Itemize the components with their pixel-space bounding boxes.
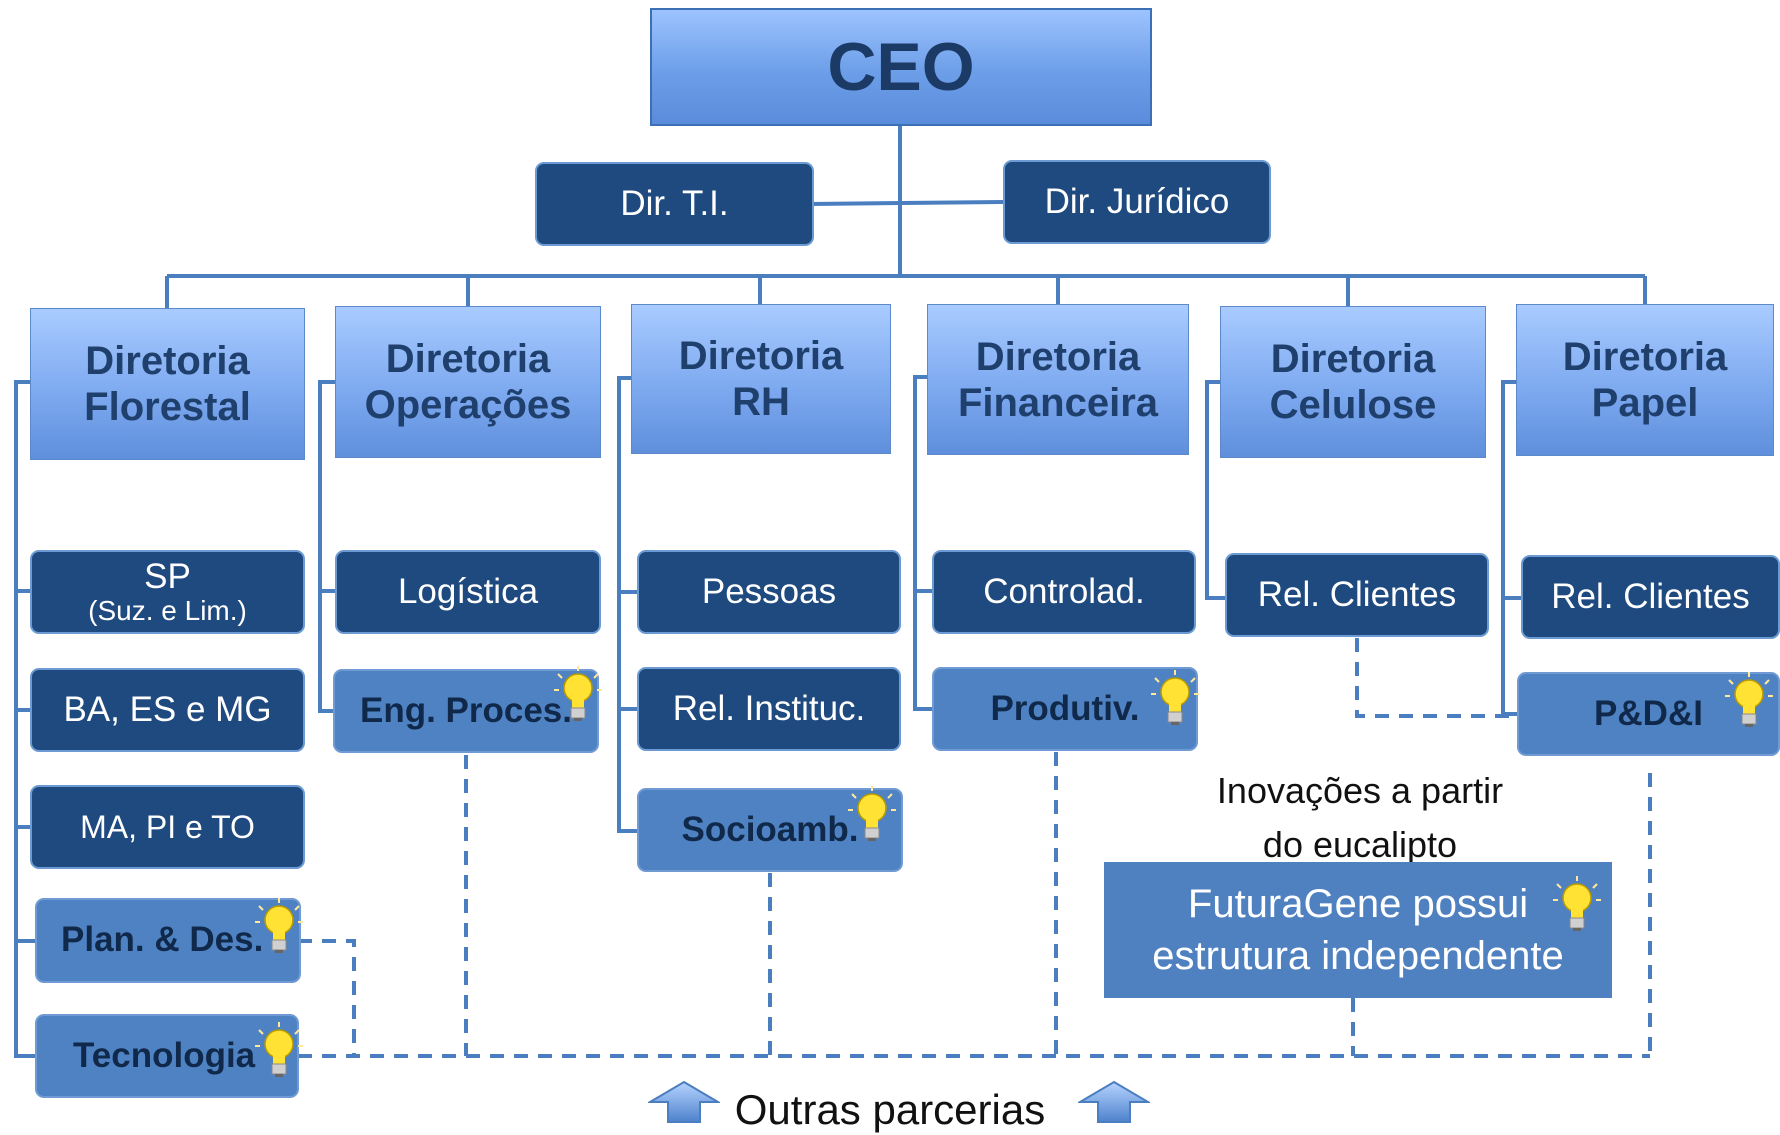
- dir-ti-box: Dir. T.I.: [535, 162, 814, 246]
- unit-produtiv: Produtiv.: [932, 667, 1198, 751]
- unit-logistica-label: Logística: [397, 571, 539, 611]
- unit-rel-clientes-label: Rel. Clientes: [1551, 576, 1750, 616]
- unit-rel-clientes-papel: Rel. Clientes: [1521, 555, 1780, 639]
- diretoria-label-line1: Diretoria: [385, 337, 551, 381]
- unit-sp-sublabel: (Suz. e Lim.): [88, 594, 247, 626]
- unit-pdi: P&D&I: [1517, 672, 1780, 756]
- lightbulb-icon: [255, 1022, 303, 1077]
- dir-ti-label: Dir. T.I.: [620, 183, 729, 223]
- unit-tecnologia: Tecnologia: [35, 1014, 299, 1098]
- ceo-label: CEO: [827, 28, 975, 105]
- futuragene-line1: FuturaGene possui: [1187, 882, 1529, 926]
- unit-plan-label: Plan. & Des.: [61, 920, 264, 960]
- diretoria-label-line1: Diretoria: [1270, 337, 1436, 381]
- diretoria-label-line2: Financeira: [957, 380, 1159, 425]
- diretoria-label-line2: Florestal: [84, 385, 251, 429]
- inovacoes-line2: do eucalipto: [1262, 824, 1458, 865]
- unit-socioamb-label: Socioamb.: [681, 809, 859, 849]
- lightbulb-icon: [1725, 672, 1773, 727]
- unit-ba-es-mg: BA, ES e MG: [30, 668, 305, 752]
- up-arrow-icon: [648, 1080, 720, 1123]
- diretoria-rh: Diretoria RH: [631, 304, 891, 454]
- unit-rel-instituc-label: Rel. Instituc.: [672, 688, 866, 728]
- diretoria-florestal: Diretoria Florestal: [30, 308, 305, 460]
- diretoria-label-line1: Diretoria: [1562, 335, 1728, 379]
- up-arrow-icon: [1078, 1080, 1150, 1123]
- diretoria-label-line1: Diretoria: [975, 334, 1141, 379]
- dir-juridico-box: Dir. Jurídico: [1003, 160, 1271, 244]
- unit-controlad-label: Controlad.: [983, 571, 1145, 611]
- futuragene-box: FuturaGene possui estrutura independente: [1104, 862, 1612, 998]
- unit-ma-pi-to: MA, PI e TO: [30, 785, 305, 869]
- unit-sp: SP (Suz. e Lim.): [30, 550, 305, 634]
- lightbulb-icon: [1553, 876, 1601, 931]
- diretoria-operacoes: Diretoria Operações: [335, 306, 601, 458]
- diretoria-label-line2: RH: [732, 380, 790, 424]
- unit-eng-label: Eng. Proces.: [359, 690, 573, 730]
- unit-produtiv-label: Produtiv.: [990, 688, 1140, 728]
- lightbulb-icon: [848, 786, 896, 841]
- futuragene-line2: estrutura independente: [1152, 934, 1564, 978]
- inovacoes-caption: Inovações a partir do eucalipto: [1160, 764, 1560, 872]
- dir-juridico-label: Dir. Jurídico: [1044, 181, 1230, 221]
- diretoria-label-line2: Operações: [364, 383, 572, 427]
- unit-ma-label: MA, PI e TO: [80, 808, 255, 845]
- unit-controlad: Controlad.: [932, 550, 1196, 634]
- unit-eng-proces: Eng. Proces.: [333, 669, 599, 753]
- unit-rel-clientes-label: Rel. Clientes: [1257, 574, 1457, 614]
- unit-sp-label: SP: [144, 556, 191, 596]
- diretoria-label-line1: Diretoria: [678, 334, 844, 378]
- outras-parcerias-label: Outras parcerias: [734, 1086, 1046, 1133]
- ceo-box: CEO: [650, 8, 1152, 126]
- diretoria-celulose: Diretoria Celulose: [1220, 306, 1486, 458]
- unit-rel-instituc: Rel. Instituc.: [637, 667, 901, 751]
- lightbulb-icon: [255, 898, 303, 953]
- diretoria-papel: Diretoria Papel: [1516, 304, 1774, 456]
- unit-rel-clientes-celulose: Rel. Clientes: [1225, 553, 1489, 637]
- diretoria-label-line2: Papel: [1591, 381, 1699, 425]
- diretoria-financeira: Diretoria Financeira: [927, 304, 1189, 455]
- diretoria-label-line1: Diretoria: [85, 339, 250, 383]
- unit-pessoas-label: Pessoas: [701, 571, 837, 611]
- unit-pessoas: Pessoas: [637, 550, 901, 634]
- unit-ba-label: BA, ES e MG: [63, 689, 272, 729]
- unit-plan-des: Plan. & Des.: [35, 898, 301, 983]
- diretoria-label-line2: Celulose: [1269, 383, 1437, 427]
- unit-tecnologia-label: Tecnologia: [73, 1035, 256, 1075]
- unit-pdi-label: P&D&I: [1594, 693, 1703, 733]
- inovacoes-line1: Inovações a partir: [1216, 770, 1504, 811]
- unit-logistica: Logística: [335, 550, 601, 634]
- lightbulb-icon: [554, 666, 602, 721]
- lightbulb-icon: [1151, 670, 1199, 725]
